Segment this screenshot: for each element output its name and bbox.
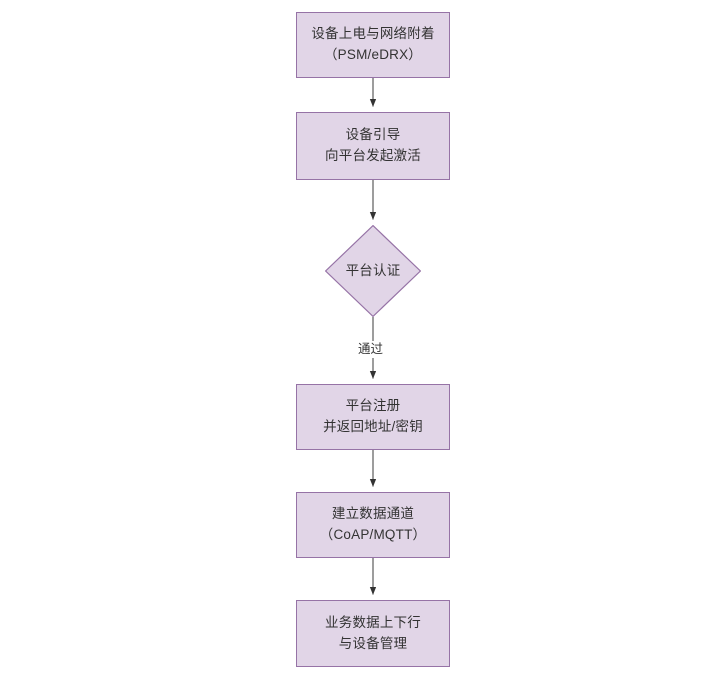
edge-label-pass-text: 通过: [358, 342, 384, 356]
node-service-data[interactable]: 业务数据上下行 与设备管理: [296, 600, 450, 667]
node-platform-register-label: 平台注册 并返回地址/密钥: [323, 398, 423, 434]
node-data-channel[interactable]: 建立数据通道 （CoAP/MQTT）: [296, 492, 450, 558]
node-data-channel-label: 建立数据通道 （CoAP/MQTT）: [319, 506, 427, 542]
node-platform-auth[interactable]: 平台认证: [325, 225, 421, 317]
node-platform-auth-label: 平台认证: [345, 262, 401, 278]
edge-label-pass: 通过: [356, 341, 386, 358]
node-bootstrap-label: 设备引导 向平台发起激活: [325, 127, 421, 163]
node-bootstrap[interactable]: 设备引导 向平台发起激活: [296, 112, 450, 180]
node-power-on[interactable]: 设备上电与网络附着 （PSM/eDRX）: [296, 12, 450, 78]
node-platform-register[interactable]: 平台注册 并返回地址/密钥: [296, 384, 450, 450]
node-service-data-label: 业务数据上下行 与设备管理: [325, 614, 421, 651]
diamond-shape: [325, 225, 421, 317]
node-power-on-label: 设备上电与网络附着 （PSM/eDRX）: [311, 26, 435, 62]
